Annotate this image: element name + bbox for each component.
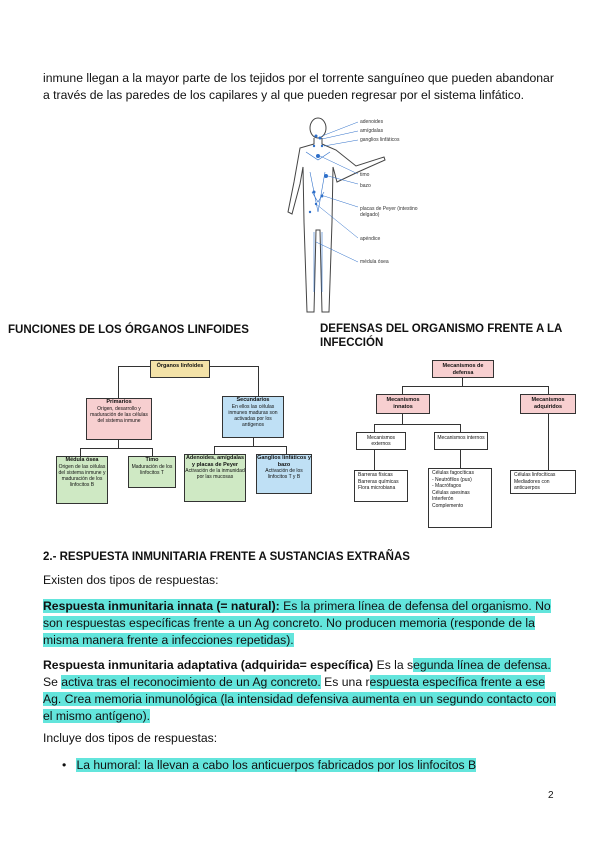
node-defensa-root: Mecanismos de defensa: [432, 360, 494, 378]
bullet-icon: •: [62, 758, 77, 772]
heading-defensas: DEFENSAS DEL ORGANISMO FRENTE A LA INFEC…: [320, 323, 563, 349]
bullet-humoral: • La humoral: la llevan a cabo los antic…: [62, 758, 477, 772]
intro-line-1: inmune llegan a la mayor parte de los te…: [43, 71, 554, 85]
paragraph-innata: Respuesta inmunitaria innata (= natural)…: [43, 599, 551, 647]
node-adenoides: Adenoides, amígdalas y placas de Peyer A…: [184, 454, 246, 502]
section-title: 2.- RESPUESTA INMUNITARIA FRENTE A SUSTA…: [43, 551, 410, 563]
figure-label-medula: médula ósea: [360, 259, 389, 265]
lymphatic-body-figure: adenoides amígdalas ganglios linfáticos …: [270, 112, 440, 322]
list-internos: Células fagocíticas - Neutrófilos (pus) …: [428, 468, 492, 528]
node-ganglios: Ganglios linfáticos y bazo Activación de…: [256, 454, 312, 494]
figure-label-amigdalas: amígdalas: [360, 128, 384, 134]
node-medula: Médula ósea Origen de las células del si…: [56, 456, 108, 504]
node-secundarios: Secundarios En ellos las células inmunes…: [222, 396, 284, 438]
figure-label-ganglios: ganglios linfáticos: [360, 137, 400, 143]
node-timo: Timo Maduración de los linfocitos T: [128, 456, 176, 488]
section-intro: Existen dos tipos de respuestas:: [43, 573, 219, 587]
figure-label-timo: timo: [360, 172, 370, 178]
incluye-text: Incluye dos tipos de respuestas:: [43, 731, 218, 745]
figure-label-apendice: apéndice: [360, 236, 381, 242]
node-primarios: Primarios Origen, desarrollo y maduració…: [86, 398, 152, 440]
paragraph-adaptativa: Respuesta inmunitaria adaptativa (adquir…: [43, 658, 556, 723]
list-barreras: Barreras físicas Barreras químicas Flora…: [354, 470, 408, 502]
figure-label-placas: placas de Peyer (intestino delgado): [360, 206, 418, 218]
figure-label-adenoides: adenoides: [360, 119, 384, 125]
node-adquiridos: Mecanismos adquiridos: [520, 394, 576, 414]
human-body-icon: [287, 117, 386, 313]
node-internos: Mecanismos internos: [434, 432, 488, 450]
node-externos: Mecanismos externos: [356, 432, 406, 450]
figure-label-bazo: bazo: [360, 183, 371, 189]
defensas-diagram: Mecanismos de defensa Mecanismos innatos…: [352, 356, 582, 536]
organos-diagram: Órganos linfoides Primarios Origen, desa…: [50, 356, 320, 516]
page-number: 2: [548, 790, 554, 801]
node-organos-root: Órganos linfoides: [150, 360, 210, 378]
node-innatos: Mecanismos innatos: [376, 394, 430, 414]
heading-organos-linfoides: FUNCIONES DE LOS ÓRGANOS LINFOIDES: [8, 324, 249, 336]
list-adquiridos: Células linfocíticas Mediadores con anti…: [510, 470, 576, 494]
intro-line-2: a través de las paredes de los capilares…: [43, 88, 524, 102]
